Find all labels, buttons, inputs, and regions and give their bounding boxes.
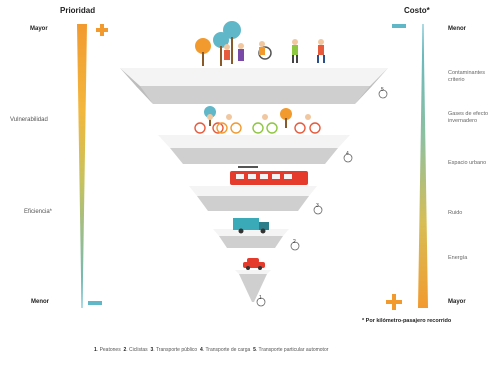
efficiency-label: Eficiencia* — [24, 209, 53, 215]
priority-gradient-bar — [77, 24, 87, 308]
level-slab-freight — [213, 229, 289, 248]
cost-top-label: Menor — [448, 26, 466, 32]
cyclists-illustration — [194, 106, 321, 134]
legend-number-4: 4 — [199, 347, 203, 353]
vulnerability-label: Vulnerabilidad — [10, 117, 48, 123]
level-slab-pedestrians — [120, 68, 388, 104]
plus-icon-right — [386, 294, 402, 310]
legend-name-1: Peatones — [99, 347, 121, 353]
criteria-pollutants-label: Contaminantes criterio — [448, 70, 485, 83]
level-marker-5: 1 — [256, 294, 266, 312]
priority-bottom-label: Menor — [31, 299, 49, 305]
plus-icon-left — [96, 24, 108, 36]
noise-label: Ruido — [448, 210, 463, 216]
legend-name-2: Ciclistas — [129, 347, 148, 353]
priority-top-label: Mayor — [30, 26, 48, 32]
minus-icon-left — [88, 301, 102, 305]
cost-bottom-label: Mayor — [448, 299, 466, 305]
legend-name-3: Transporte público — [155, 347, 198, 353]
footnote: * Por kilómetro-pasajero recorrido — [362, 318, 452, 324]
levels-legend: 1. Peatones 2. Ciclistas 3. Transporte p… — [94, 347, 329, 353]
level-marker-2: 4 — [343, 150, 353, 168]
public-transport-illustration — [230, 166, 308, 185]
private-car-illustration — [243, 258, 265, 270]
level-slab-public-transport — [189, 186, 317, 211]
cost-title: Costo* — [404, 6, 430, 15]
priority-title: Prioridad — [60, 6, 96, 15]
pedestrians-illustration — [195, 21, 325, 66]
level-slab-private-car — [235, 270, 271, 302]
freight-truck-illustration — [233, 218, 269, 234]
energy-label: Energía — [448, 255, 468, 261]
legend-number-5: 5 — [253, 347, 256, 353]
level-slab-cyclists — [158, 135, 350, 164]
legend-number-3: 3 — [150, 347, 154, 353]
minus-icon-right — [392, 24, 406, 28]
cost-gradient-bar — [418, 24, 428, 308]
level-marker-1: 5 — [378, 86, 388, 104]
urban-space-label: Espacio urbano — [448, 160, 487, 166]
greenhouse-gases-label: Gases de efecto invernadero — [448, 111, 489, 124]
legend-number-2: 2 — [123, 347, 127, 353]
level-marker-4: 2 — [290, 238, 300, 256]
legend-name-4: Transporte de carga — [205, 347, 251, 353]
level-marker-3: 3 — [313, 202, 323, 220]
legend-name-5: Transporte particular automotor — [258, 347, 329, 353]
legend-number-1: 1 — [94, 347, 97, 353]
